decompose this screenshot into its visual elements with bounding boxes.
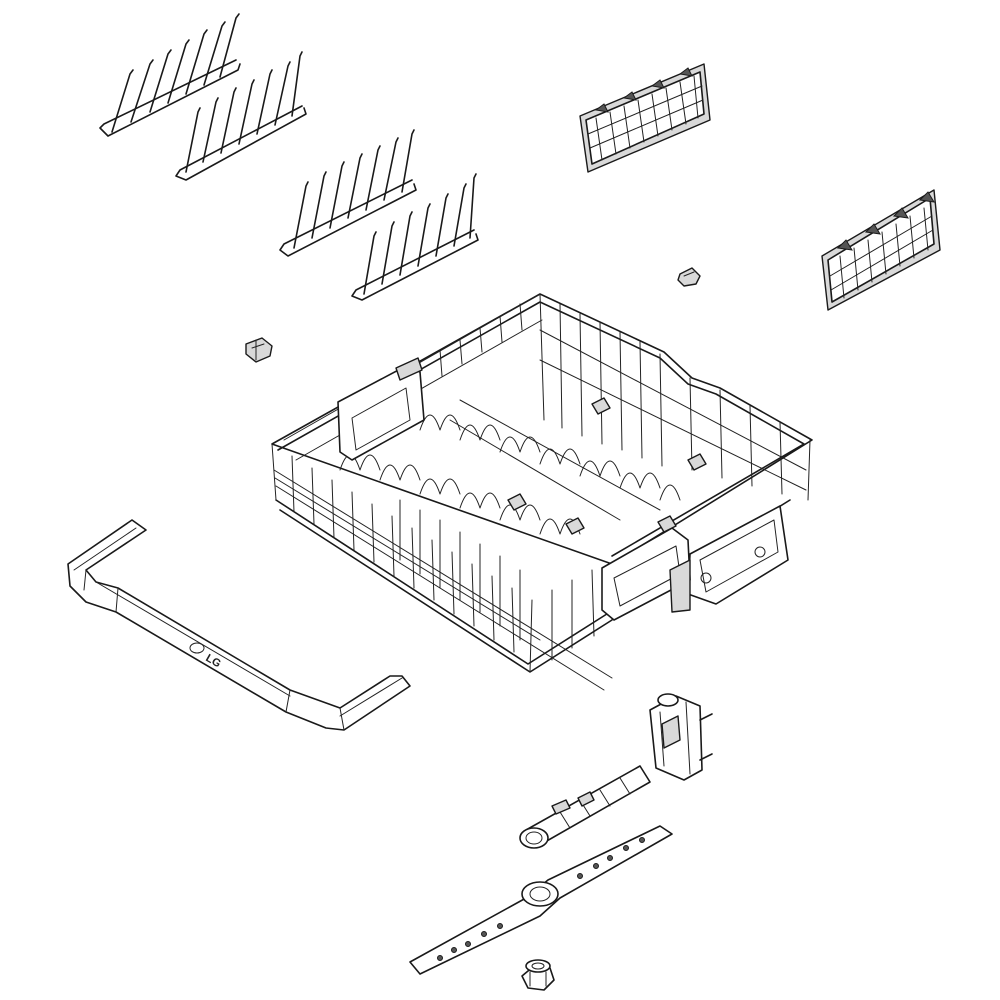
- spray-arm: [409, 825, 673, 975]
- rack-divider-1: [579, 63, 711, 173]
- tine-row-1: [99, 13, 241, 137]
- tine-row-4: [351, 173, 479, 301]
- spray-arm-nut: [521, 959, 555, 991]
- clip-1: [245, 337, 273, 363]
- tine-row-3: [279, 129, 417, 257]
- upper-rack-basket: [271, 293, 813, 691]
- rack-handle: LG: [67, 519, 411, 731]
- clip-2: [677, 267, 701, 287]
- rack-divider-2: [821, 189, 941, 311]
- tine-row-2: [175, 51, 307, 181]
- spray-arm-feed-tube: [519, 693, 713, 849]
